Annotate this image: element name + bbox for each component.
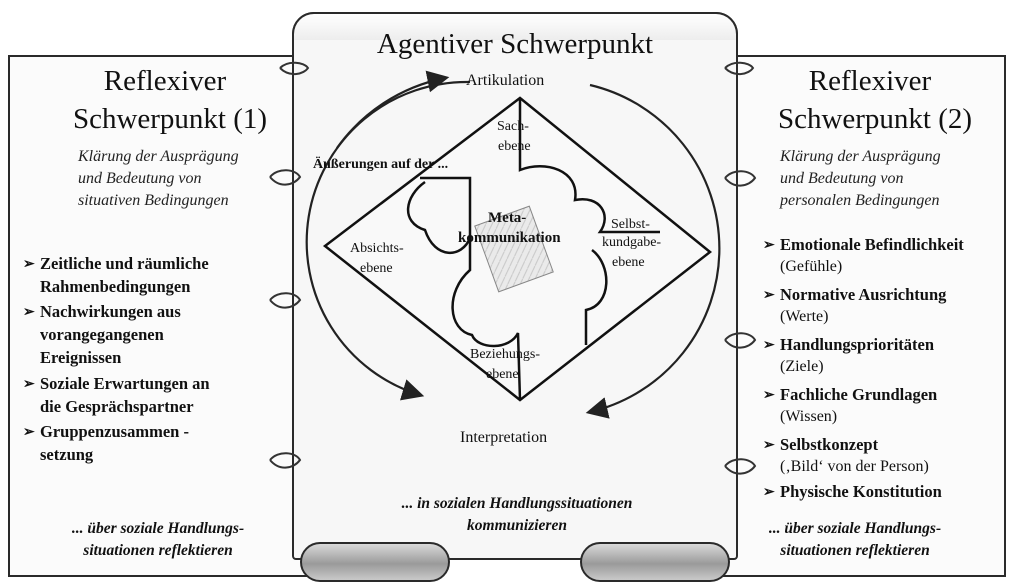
right-item-1-label: Emotionale Befindlichkeit <box>763 233 964 257</box>
center-footer-line2: kommunizieren <box>467 517 567 534</box>
left-item-1-line1: Zeitliche und räumliche <box>23 252 209 276</box>
cycle-arrow-top-left <box>336 70 450 149</box>
left-item-2-line1: Nachwirkungen aus <box>23 300 181 324</box>
left-title-line2: Schwerpunkt (1) <box>72 103 268 135</box>
center-title: Agentiver Schwerpunkt <box>376 28 654 60</box>
puzzle-piece-shape <box>406 98 660 401</box>
right-item-1-note: (Gefühle) <box>780 258 843 275</box>
left-item-3-line1: Soziale Erwartungen an <box>23 372 210 396</box>
center-puzzle-graphic <box>474 205 554 293</box>
sach-level-line1: Sach- <box>497 119 529 134</box>
scroll-roll-right <box>580 542 730 582</box>
selbst-level-line2: kundgabe- <box>602 235 662 250</box>
left-item-3-line2: die Gesprächspartner <box>40 397 194 416</box>
right-item-5-note: (‚Bild‘ von der Person) <box>780 458 929 475</box>
right-item-5-label: Selbstkonzept <box>763 433 878 457</box>
absicht-level-line1: Absichts- <box>350 241 404 256</box>
center-footer-line1: ... in sozialen Handlungssituationen <box>401 495 633 512</box>
right-item-4-label: Fachliche Grundlagen <box>763 383 937 407</box>
right-item-3-note: (Ziele) <box>780 358 824 375</box>
bezieh-level-line1: Beziehungs- <box>470 347 540 362</box>
right-item-3-label: Handlungsprioritäten <box>763 333 934 357</box>
left-item-2-line3: Ereignissen <box>40 348 122 367</box>
left-subtitle-line3: situativen Bedingungen <box>78 192 229 209</box>
left-title-line1: Reflexiver <box>103 65 227 97</box>
left-item-4-line1: Gruppenzusammen - <box>23 420 189 444</box>
sach-level-line2: ebene <box>498 139 531 154</box>
right-footer-line2: situationen reflektieren <box>780 542 930 559</box>
bezieh-level-line2: ebene <box>486 367 519 382</box>
label-utterances: Äußerungen auf der ... <box>313 157 449 172</box>
right-item-4-note: (Wissen) <box>780 408 838 425</box>
scroll-roll-left <box>300 542 450 582</box>
core-label-line1: Meta- <box>488 210 527 226</box>
scroll-top-roll <box>292 12 738 40</box>
left-footer-line2: situationen reflektieren <box>83 542 233 559</box>
label-artikulation: Artikulation <box>466 72 545 89</box>
selbst-level-line1: Selbst- <box>611 217 650 232</box>
label-interpretation: Interpretation <box>460 429 548 446</box>
right-subtitle-line1: Klärung der Ausprägung <box>780 148 941 165</box>
cycle-arrow-left <box>305 80 471 401</box>
cycle-arrow-right <box>585 83 721 419</box>
left-subtitle-line2: und Bedeutung von <box>78 170 202 187</box>
right-subtitle-line3: personalen Bedingungen <box>780 192 940 209</box>
right-item-6-label: Physische Konstitution <box>763 480 942 504</box>
right-title-line2: Schwerpunkt (2) <box>777 103 973 135</box>
left-item-2-line2: vorangegangenen <box>40 325 164 344</box>
left-footer-line1: ... über soziale Handlungs- <box>71 520 245 537</box>
left-item-1-line2: Rahmenbedingungen <box>40 277 191 296</box>
left-item-4-line2: setzung <box>40 445 94 464</box>
right-footer-line1: ... über soziale Handlungs- <box>768 520 942 537</box>
connector-loops-left <box>269 61 310 469</box>
right-item-2-label: Normative Ausrichtung <box>763 283 946 307</box>
selbst-level-line3: ebene <box>612 255 645 270</box>
left-subtitle-line1: Klärung der Ausprägung <box>78 148 239 165</box>
absicht-level-line2: ebene <box>360 261 393 276</box>
right-item-2-note: (Werte) <box>780 308 829 325</box>
connector-loops-right <box>724 61 757 475</box>
right-subtitle-line2: und Bedeutung von <box>780 170 904 187</box>
right-title-line1: Reflexiver <box>808 65 932 97</box>
core-label-line2: kommunikation <box>458 230 561 246</box>
